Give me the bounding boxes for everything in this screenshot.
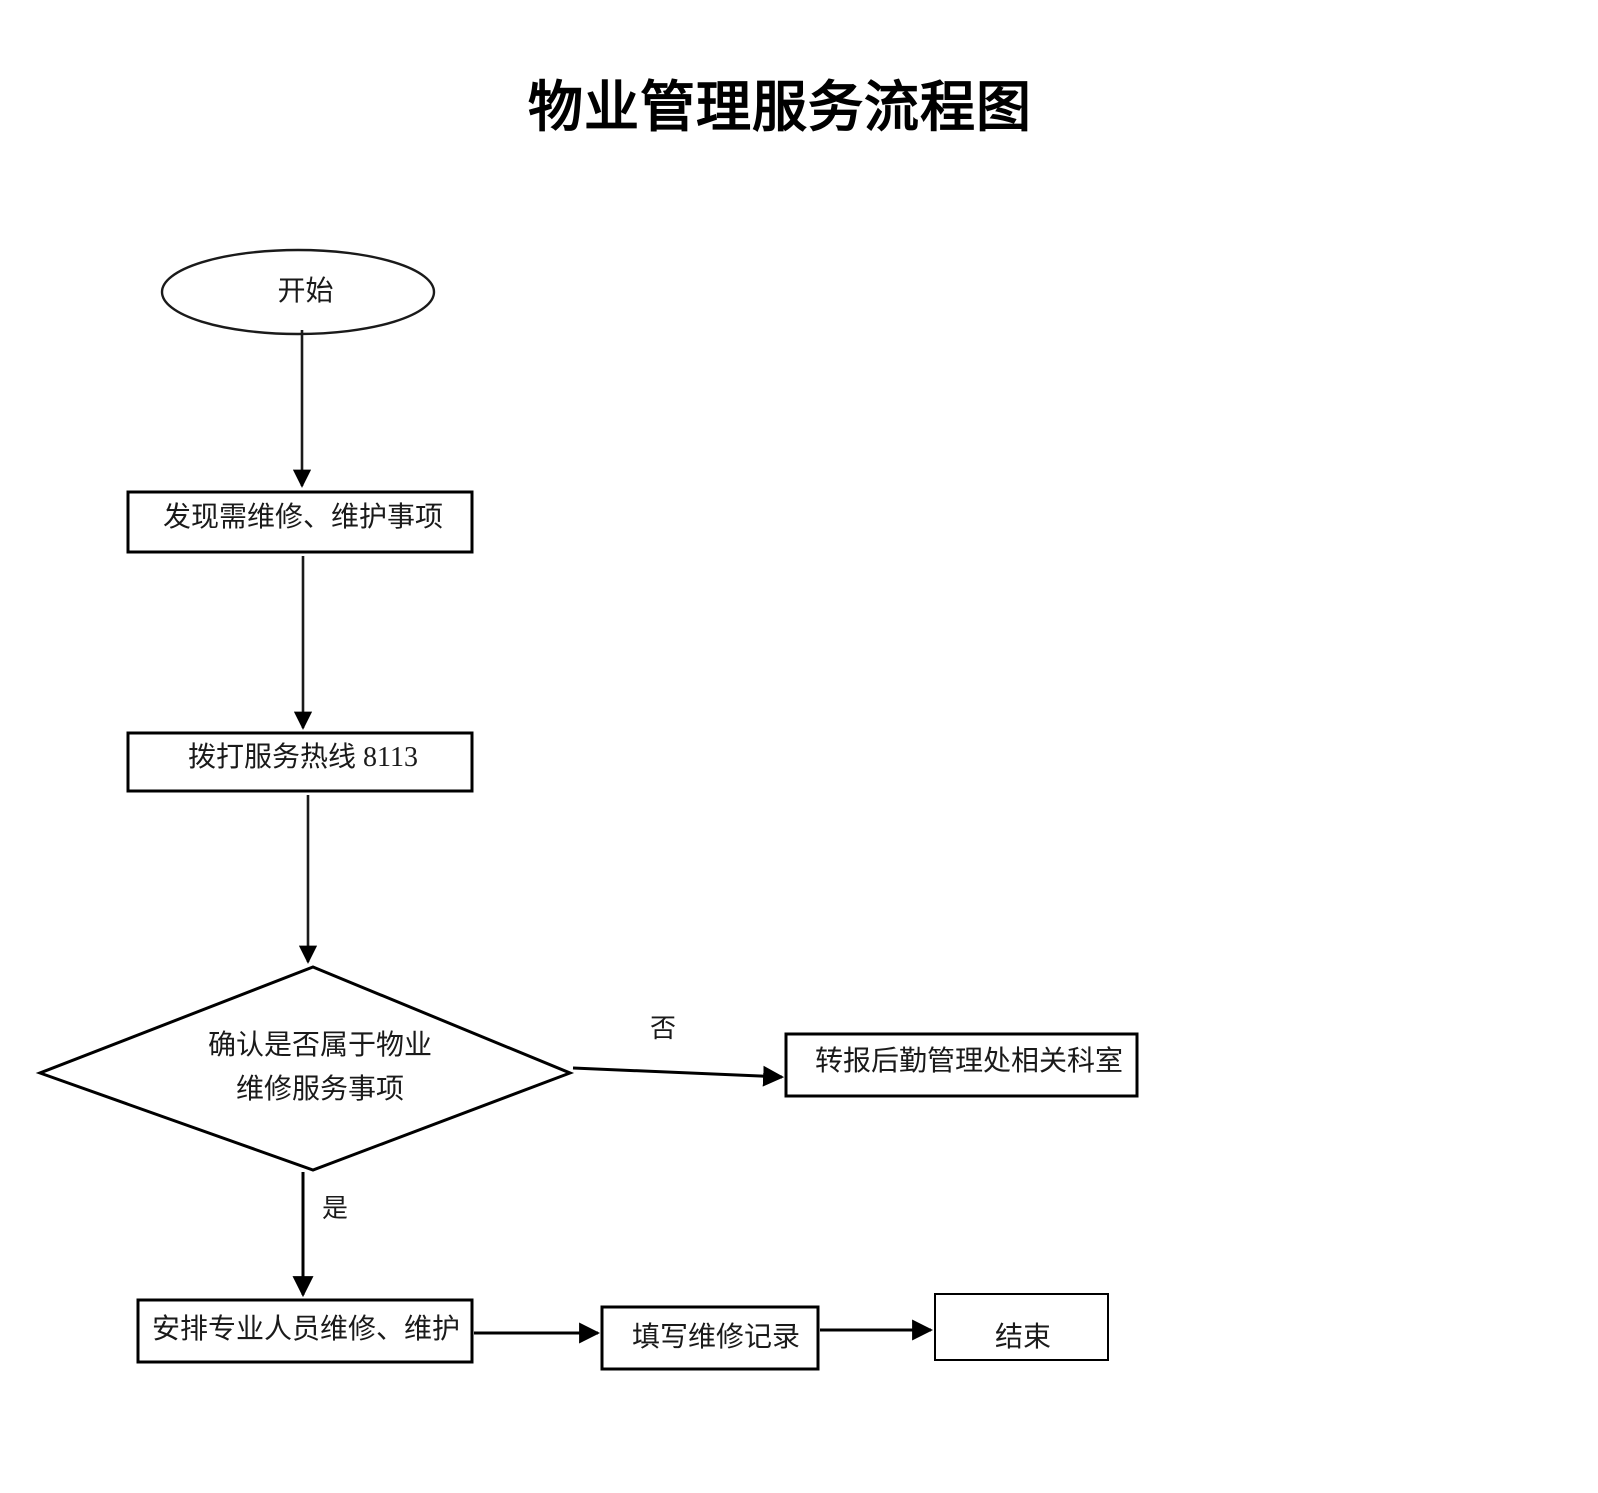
node-discover-label: 发现需维修、维护事项 (162, 502, 443, 533)
node-hotline-label: 拨打服务热线 8113 (188, 742, 418, 773)
node-discover-shape (126, 490, 474, 554)
node-forward-label: 转报后勤管理处相关科室 (814, 1046, 1123, 1077)
node-decision-label: 确认是否属于物业 维修服务事项 (40, 1024, 600, 1112)
node-decision-label-line-2: 维修服务事项 (235, 1074, 404, 1105)
node-decision-label-line-1: 确认是否属于物业 (207, 1030, 432, 1061)
edge-label-yes: 是 (322, 1194, 349, 1223)
node-hotline-shape (126, 731, 474, 793)
node-start-label: 开始 (277, 276, 334, 307)
node-end-label: 结束 (994, 1322, 1051, 1353)
node-arrange-label: 安排专业人员维修、维护 (151, 1314, 460, 1345)
node-end-shape (934, 1293, 1109, 1361)
node-start-shape (160, 248, 436, 336)
page-title: 物业管理服务流程图 (527, 77, 1032, 138)
node-decision-shape (35, 965, 575, 1172)
edge-decision-to-forward (572, 1065, 785, 1087)
edge-label-no: 否 (650, 1014, 677, 1043)
node-record-shape (600, 1305, 820, 1371)
node-record-label: 填写维修记录 (631, 1322, 800, 1353)
node-forward-shape (784, 1032, 1139, 1098)
node-arrange-shape (136, 1298, 474, 1364)
